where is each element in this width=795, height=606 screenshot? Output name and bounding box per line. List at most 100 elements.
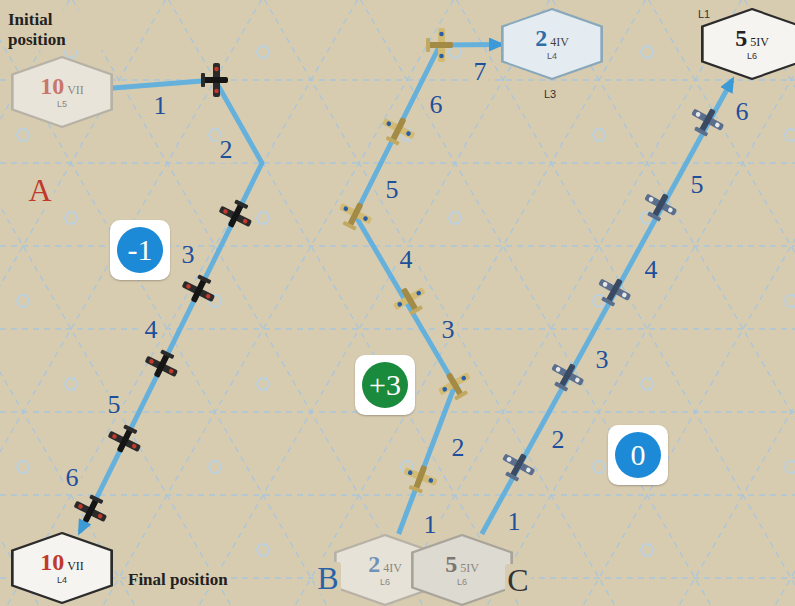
step-number: 4 [643, 257, 660, 283]
path-letter: C [505, 564, 530, 596]
airplane [201, 63, 228, 97]
airplane [334, 196, 376, 235]
hex-marker [641, 544, 654, 555]
airplane [545, 356, 588, 396]
unit-value: 2 [535, 26, 547, 50]
hex-shape [412, 535, 511, 605]
step-number: 5 [106, 392, 123, 418]
hex-shape [702, 9, 795, 79]
hex-shape [12, 57, 111, 127]
grid-line [0, 494, 795, 495]
hex-marker [257, 544, 270, 555]
airplane [426, 28, 453, 62]
grid-line [0, 328, 795, 329]
modifier-box: -1 [110, 220, 170, 280]
airplane [638, 186, 681, 226]
level-marker: L6 [747, 52, 757, 62]
level-marker: L5 [57, 100, 67, 110]
hex-marker [257, 212, 270, 223]
modifier-value: +3 [362, 362, 408, 408]
movement-path [80, 80, 262, 532]
unit-value: 5 [735, 26, 747, 50]
step-number: 2 [550, 427, 567, 453]
airplane [178, 270, 220, 309]
hex-marker [641, 378, 654, 389]
step-number: 2 [218, 137, 235, 163]
unit-value: 2 [368, 552, 380, 576]
unit-counter: 55IVL6 [411, 534, 513, 606]
unit-counter: 10VIIL5 [11, 56, 113, 128]
grid-line [0, 0, 239, 606]
airplane [141, 345, 183, 384]
hex-marker [785, 129, 795, 140]
step-number: 3 [440, 317, 457, 343]
movement-path [482, 80, 732, 534]
position-label: Final position [126, 570, 230, 590]
grid-line [451, 0, 795, 606]
counter-row: 24IV [368, 552, 402, 576]
unit-value: 10 [40, 74, 64, 98]
airplane [389, 280, 432, 321]
grid-line [0, 162, 795, 163]
hex-marker [65, 212, 78, 223]
unit-rating: VII [67, 84, 84, 96]
counter-content: 55IV L6 [701, 8, 795, 80]
grid-line [355, 0, 719, 606]
airplane [104, 420, 146, 459]
airplane [377, 111, 419, 150]
unit-counter: 24IVL4 [501, 8, 603, 80]
movement-path [355, 45, 501, 535]
grid-line [0, 0, 143, 606]
grid-line [547, 0, 795, 606]
counter-content: 10VIIL5 [11, 56, 113, 128]
grid-line [767, 0, 795, 606]
grid-line [163, 0, 527, 606]
modifier-value: 0 [615, 432, 661, 478]
hex-marker [449, 46, 462, 57]
grid-line [67, 0, 431, 606]
grid-line [575, 0, 795, 606]
step-number: 5 [384, 177, 401, 203]
level-marker: L1 [696, 8, 712, 20]
step-number: 4 [398, 247, 415, 273]
counter-row: 10VII [40, 550, 84, 574]
step-number: 4 [143, 317, 160, 343]
counter-content: 10VIIL4 [11, 532, 113, 604]
grid-line [0, 0, 267, 606]
counter-content: 55IVL6 [411, 534, 513, 606]
step-number: 3 [594, 347, 611, 373]
unit-rating: 4IV [550, 36, 569, 48]
grid-line [191, 0, 555, 606]
level-marker: L6 [380, 578, 390, 588]
airplane [399, 460, 440, 497]
counter-row: 55IV [735, 26, 769, 50]
unit-rating: 5IV [460, 562, 479, 574]
hex-shape [502, 9, 601, 79]
unit-rating: 4IV [383, 562, 402, 574]
step-number: 5 [689, 172, 706, 198]
grid-line [739, 0, 795, 606]
counter-row: 10VII [40, 74, 84, 98]
hex-marker [17, 461, 30, 472]
modifier-box: 0 [608, 425, 668, 485]
hex-marker [641, 46, 654, 57]
unit-rating: 5IV [750, 36, 769, 48]
grid-line [0, 0, 335, 606]
grid-line [0, 0, 171, 606]
step-number: 7 [472, 59, 489, 85]
airplane [215, 195, 257, 234]
hex-marker [593, 129, 606, 140]
hex-marker [17, 129, 30, 140]
hex-marker [17, 295, 30, 306]
hex-marker [257, 46, 270, 57]
grid-line [479, 0, 795, 606]
step-number: 1 [422, 512, 439, 538]
airplane [496, 446, 539, 486]
airplane [685, 101, 728, 141]
step-number: 6 [428, 92, 445, 118]
counter-row: 55IV [445, 552, 479, 576]
grid-line [259, 0, 623, 606]
